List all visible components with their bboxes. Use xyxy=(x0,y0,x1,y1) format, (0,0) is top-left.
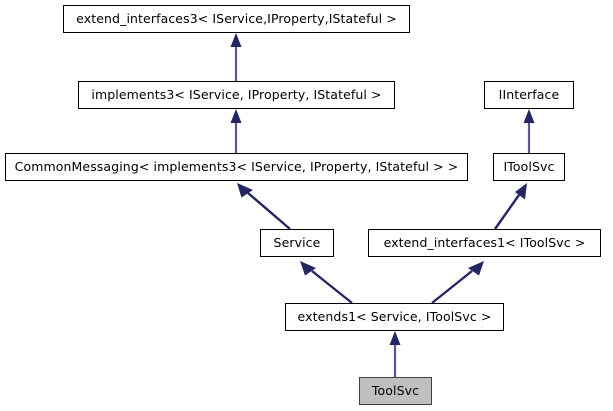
edge-commonmessaging-to-implements3 xyxy=(230,109,242,153)
edge-itoolsvc-to-iinterface xyxy=(523,109,535,153)
edge-service-to-commonmessaging xyxy=(237,183,291,230)
class-node-extends1[interactable]: extends1< Service, IToolSvc > xyxy=(285,303,504,331)
class-node-implements3[interactable]: implements3< IService, IProperty, IState… xyxy=(78,81,395,109)
class-node-label: ToolSvc xyxy=(371,382,420,398)
edge-implements3-to-extend_interfaces3 xyxy=(230,33,242,81)
class-node-extend-interfaces3[interactable]: extend_interfaces3< IService,IProperty,I… xyxy=(63,5,410,33)
class-node-commonmessaging[interactable]: CommonMessaging< implements3< IService, … xyxy=(5,153,468,181)
edge-toolsvc-to-extends1 xyxy=(389,331,401,377)
class-node-label: CommonMessaging< implements3< IService, … xyxy=(14,158,459,174)
class-node-label: extend_interfaces3< IService,IProperty,I… xyxy=(76,10,397,26)
class-node-service[interactable]: Service xyxy=(260,229,334,257)
edge-extends1-to-extend_interfaces1 xyxy=(431,261,484,304)
class-node-label: IInterface xyxy=(498,86,560,102)
class-node-itoolsvc[interactable]: IToolSvc xyxy=(493,153,565,181)
class-node-toolsvc[interactable]: ToolSvc xyxy=(359,377,432,405)
class-node-label: Service xyxy=(273,234,321,250)
class-node-label: extend_interfaces1< IToolSvc > xyxy=(383,234,586,250)
class-node-label: implements3< IService, IProperty, IState… xyxy=(91,86,382,102)
class-node-label: extends1< Service, IToolSvc > xyxy=(297,308,492,324)
edge-extends1-to-service xyxy=(300,261,353,304)
class-node-extend-interfaces1[interactable]: extend_interfaces1< IToolSvc > xyxy=(368,229,601,257)
class-node-label: IToolSvc xyxy=(503,158,555,174)
class-node-iinterface[interactable]: IInterface xyxy=(484,81,574,109)
edge-extend_interfaces1-to-itoolsvc xyxy=(494,183,527,230)
